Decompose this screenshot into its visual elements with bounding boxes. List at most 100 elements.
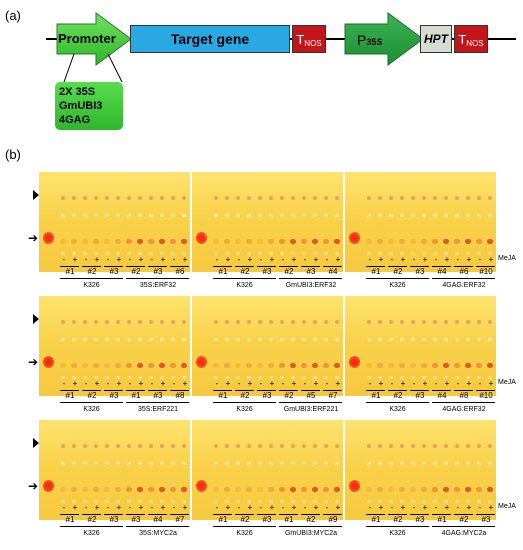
origin-band — [477, 500, 481, 503]
product-spot — [159, 363, 165, 368]
middle-band — [61, 462, 65, 465]
treatment-sign: - — [172, 379, 176, 388]
sample-number: #2 — [240, 267, 250, 276]
middle-band — [280, 462, 284, 465]
sample-number: #2 — [240, 391, 250, 400]
middle-band — [433, 214, 437, 217]
middle-band — [313, 214, 317, 217]
p35s-arrow — [344, 12, 424, 66]
origin-band — [258, 500, 262, 503]
standard-spot — [43, 356, 54, 368]
middle-band — [258, 462, 262, 465]
product-spot — [421, 363, 427, 368]
treatment-sign: + — [182, 379, 188, 388]
tlc-plate — [192, 296, 343, 396]
upper-band — [389, 320, 393, 324]
middle-band — [367, 338, 371, 341]
middle-band — [171, 338, 175, 341]
middle-band — [335, 462, 339, 465]
upper-band — [225, 320, 229, 324]
middle-band — [127, 338, 131, 341]
origin-band — [367, 500, 371, 503]
origin-band — [127, 376, 131, 379]
treatment-sign: + — [225, 255, 231, 264]
treatment-sign: - — [368, 503, 372, 512]
line-name: 35S:ERF221 — [137, 406, 179, 413]
upper-band — [280, 444, 284, 448]
product-spot — [71, 239, 77, 244]
origin-band — [247, 376, 251, 379]
origin-band — [389, 500, 393, 503]
sample-underline — [454, 514, 473, 515]
upper-band — [400, 320, 404, 324]
middle-band — [182, 214, 186, 217]
middle-band — [291, 462, 295, 465]
tnos-label-1: T — [296, 31, 305, 47]
callout-lines — [63, 54, 123, 83]
sample-underline — [213, 514, 232, 515]
product-spot — [224, 487, 230, 492]
treatment-sign: + — [422, 255, 428, 264]
treatment-sign: + — [138, 255, 144, 264]
sample-number: #3 — [481, 515, 491, 524]
sample-number: #2 — [87, 515, 97, 524]
sample-number: #1 — [437, 515, 447, 524]
line-name: 4GAG:ERF32 — [442, 406, 486, 413]
upper-band — [324, 444, 328, 448]
control-name: K326 — [236, 530, 253, 537]
upper-band — [400, 444, 404, 448]
tlc-plate — [39, 420, 190, 520]
origin-band — [444, 376, 448, 379]
product-spot — [82, 363, 88, 368]
origin-band — [477, 252, 481, 255]
product-spot — [257, 239, 263, 244]
product-spot — [301, 487, 307, 492]
upper-band — [477, 196, 481, 200]
middle-band — [291, 214, 295, 217]
control-name: K326 — [236, 282, 253, 289]
product-spot — [432, 487, 438, 492]
middle-band — [149, 462, 153, 465]
product-spot — [115, 363, 121, 368]
sample-number: #2 — [87, 267, 97, 276]
upper-band — [433, 444, 437, 448]
origin-band — [94, 376, 98, 379]
standard-spot — [349, 232, 360, 244]
origin-band — [335, 500, 339, 503]
upper-band — [455, 196, 459, 200]
sample-number: #10 — [479, 267, 493, 276]
product-spot — [432, 239, 438, 244]
product-spot — [257, 487, 263, 492]
product-spot — [137, 239, 143, 244]
band-marker-triangle — [33, 438, 39, 448]
middle-band — [116, 214, 120, 217]
origin-band — [324, 500, 328, 503]
sample-underline — [60, 266, 79, 267]
origin-band — [116, 500, 120, 503]
upper-band — [182, 196, 186, 200]
origin-band — [400, 376, 404, 379]
sample-number: #3 — [262, 267, 272, 276]
treatment-sign: - — [215, 503, 219, 512]
sample-number: #6 — [175, 267, 185, 276]
middle-band — [302, 214, 306, 217]
upper-band — [411, 444, 415, 448]
sample-underline — [279, 390, 298, 391]
upper-band — [302, 320, 306, 324]
upper-band — [477, 444, 481, 448]
origin-band — [389, 252, 393, 255]
promoter-option: 2X 35S — [59, 86, 96, 98]
middle-band — [477, 462, 481, 465]
upper-band — [488, 320, 492, 324]
upper-band — [324, 320, 328, 324]
upper-band — [313, 196, 317, 200]
upper-band — [477, 320, 481, 324]
treatment-sign: + — [466, 255, 472, 264]
origin-band — [313, 500, 317, 503]
middle-band — [138, 214, 142, 217]
origin-band — [171, 376, 175, 379]
product-spot — [268, 363, 274, 368]
upper-band — [466, 444, 470, 448]
origin-band — [378, 500, 382, 503]
